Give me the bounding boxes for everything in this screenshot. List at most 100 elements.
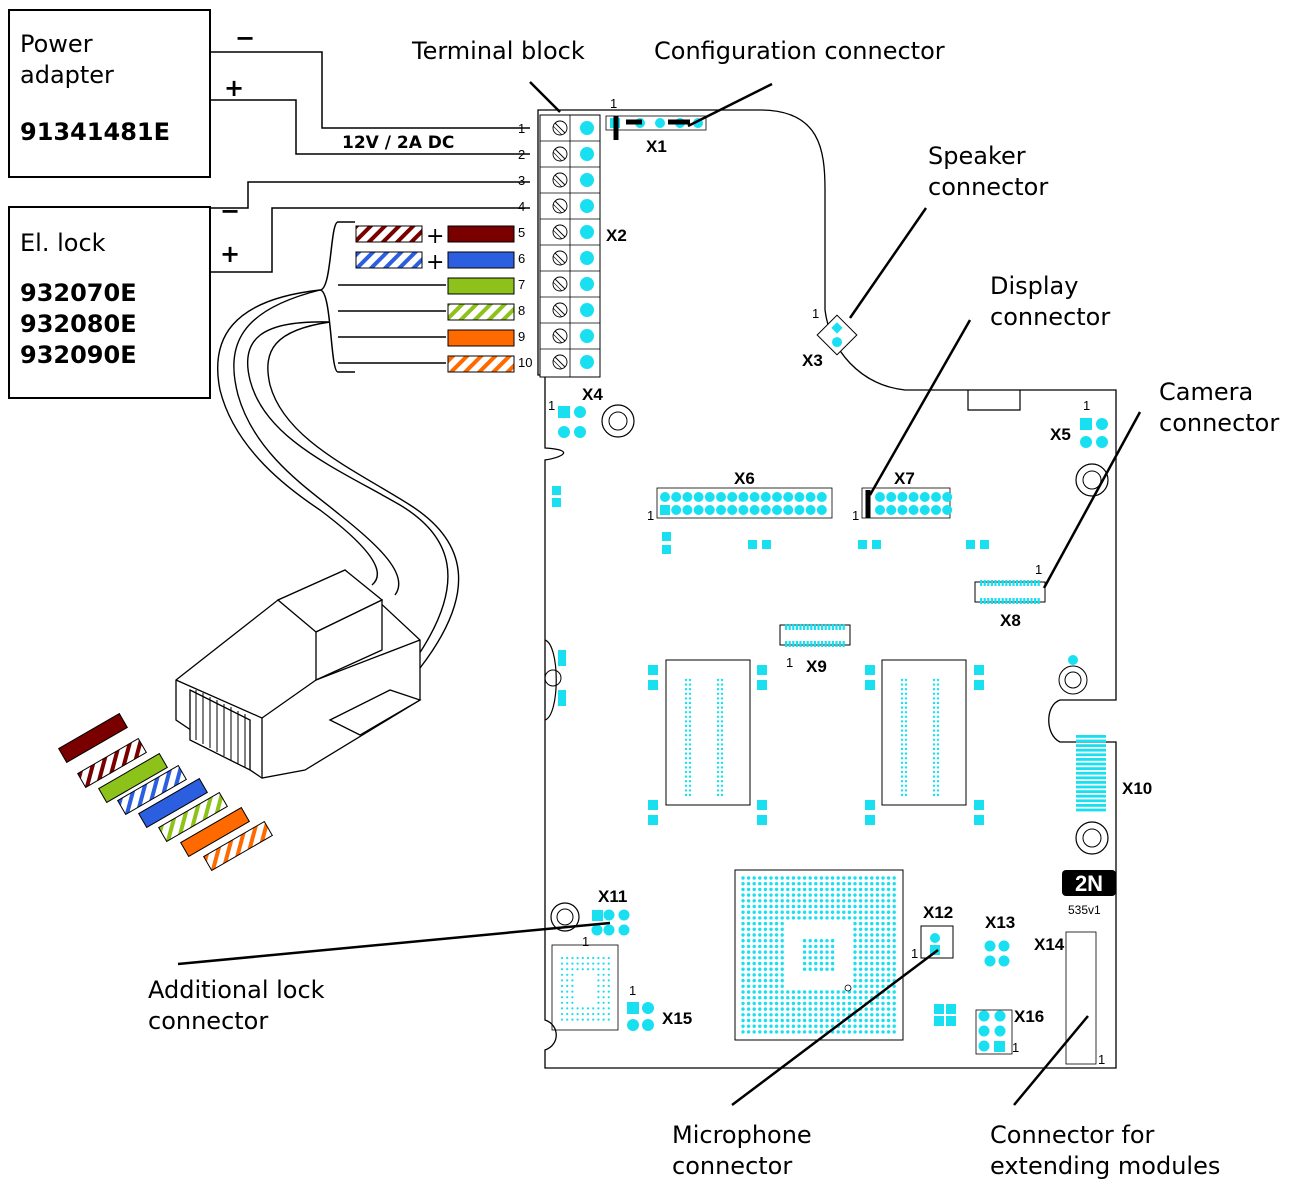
bga-ball	[847, 904, 852, 909]
bga-ball	[886, 973, 891, 977]
bga-ball	[746, 961, 751, 966]
bga-ball	[758, 1024, 762, 1028]
chip-ball	[716, 743, 720, 746]
x8-pin	[1030, 598, 1033, 604]
x8-pin	[1001, 598, 1004, 604]
bga-ball	[752, 996, 756, 1000]
bga-ball	[774, 876, 779, 880]
terminal-pad	[580, 277, 594, 291]
flash-ball	[566, 1018, 569, 1021]
chip-ball	[684, 761, 688, 764]
bga-ball	[752, 967, 756, 971]
additional-lock-connector-label: Additional lock connector	[148, 976, 325, 1035]
bga-ball	[886, 1024, 891, 1028]
bga-ball	[814, 899, 818, 903]
camera-connector-label: Camera connector	[1159, 378, 1280, 437]
bga-ball	[780, 1013, 784, 1017]
flash-ball	[592, 956, 595, 960]
flash-ball	[607, 962, 610, 965]
flash-ball	[597, 1012, 600, 1016]
terminal-pin-number: 8	[518, 303, 525, 318]
x8-pin	[1034, 598, 1037, 604]
bga-ball	[808, 967, 812, 971]
bga-ball	[774, 973, 779, 977]
flash-ball	[602, 996, 605, 999]
bga-ball	[797, 899, 801, 903]
bga-ball	[741, 1024, 745, 1028]
bga-ball	[892, 990, 896, 994]
x7-pin	[919, 505, 930, 515]
bga-ball	[825, 899, 829, 903]
x7-display-connector	[861, 487, 953, 519]
chip-ball	[932, 775, 936, 778]
x8-pin	[994, 580, 997, 586]
x9-pin	[828, 624, 831, 630]
bga-ball	[769, 973, 773, 977]
bga-ball	[819, 950, 824, 954]
chip-ball	[716, 692, 720, 695]
bga-ball	[881, 899, 885, 903]
chip-ball	[720, 724, 724, 728]
bga-ball	[853, 882, 857, 886]
chip-ball	[716, 780, 720, 783]
chip-ball	[936, 738, 940, 741]
bga-ball	[819, 910, 824, 914]
chip-ball	[932, 720, 936, 723]
flash-ball	[607, 984, 610, 988]
bga-ball	[746, 973, 751, 977]
chip-ball	[900, 715, 904, 718]
flash-ball	[602, 984, 605, 988]
chip-ball	[684, 747, 688, 751]
bga-ball	[752, 933, 756, 937]
bga-ball	[881, 882, 885, 886]
bga-ball	[864, 876, 868, 880]
bga-ball	[763, 921, 768, 926]
flash-ball	[597, 1001, 600, 1004]
x6-pin	[805, 492, 816, 502]
bga-ball	[791, 904, 796, 909]
bga-ball	[864, 990, 868, 994]
bga-ball	[763, 882, 768, 886]
chip-ball	[900, 688, 904, 691]
bga-ball	[858, 933, 863, 937]
bga-ball	[741, 939, 745, 943]
bga-ball	[830, 916, 835, 920]
bga-ball	[741, 961, 745, 966]
chip-ball	[900, 743, 904, 746]
chip-ball	[932, 724, 936, 728]
chip-ball	[684, 743, 688, 746]
bga-ball	[797, 1007, 801, 1011]
bga-ball	[808, 916, 812, 920]
bga-ball	[763, 927, 768, 931]
x9-connector	[779, 624, 851, 647]
chip-ball	[904, 780, 908, 783]
chip-ball	[720, 683, 724, 686]
bga-ball	[758, 939, 762, 943]
chip-ball	[904, 784, 908, 787]
chip-ball	[900, 678, 904, 682]
x6-pin	[783, 505, 794, 515]
terminal-pad	[580, 173, 594, 187]
chip-ball	[932, 752, 936, 755]
bga-ball	[847, 916, 852, 920]
bga-ball	[836, 910, 840, 914]
bga-ball	[875, 950, 880, 954]
bga-ball	[752, 944, 756, 949]
x9-pin	[803, 624, 806, 630]
bga-ball	[836, 1007, 840, 1011]
x8-pin	[1030, 580, 1033, 586]
terminal-screw	[552, 354, 568, 370]
bga-ball	[892, 984, 896, 988]
bga-ball	[870, 910, 874, 914]
chip-ball	[716, 711, 720, 714]
bga-ball	[786, 1018, 790, 1023]
bga-ball	[892, 996, 896, 1000]
chip-ball	[936, 711, 940, 714]
chip-ball	[716, 747, 720, 751]
bga-ball	[763, 933, 768, 937]
x9-pin	[839, 624, 842, 630]
x7-pin	[931, 492, 941, 502]
bga-ball	[814, 990, 818, 994]
chip-ball	[936, 761, 940, 764]
bga-ball	[875, 967, 880, 971]
